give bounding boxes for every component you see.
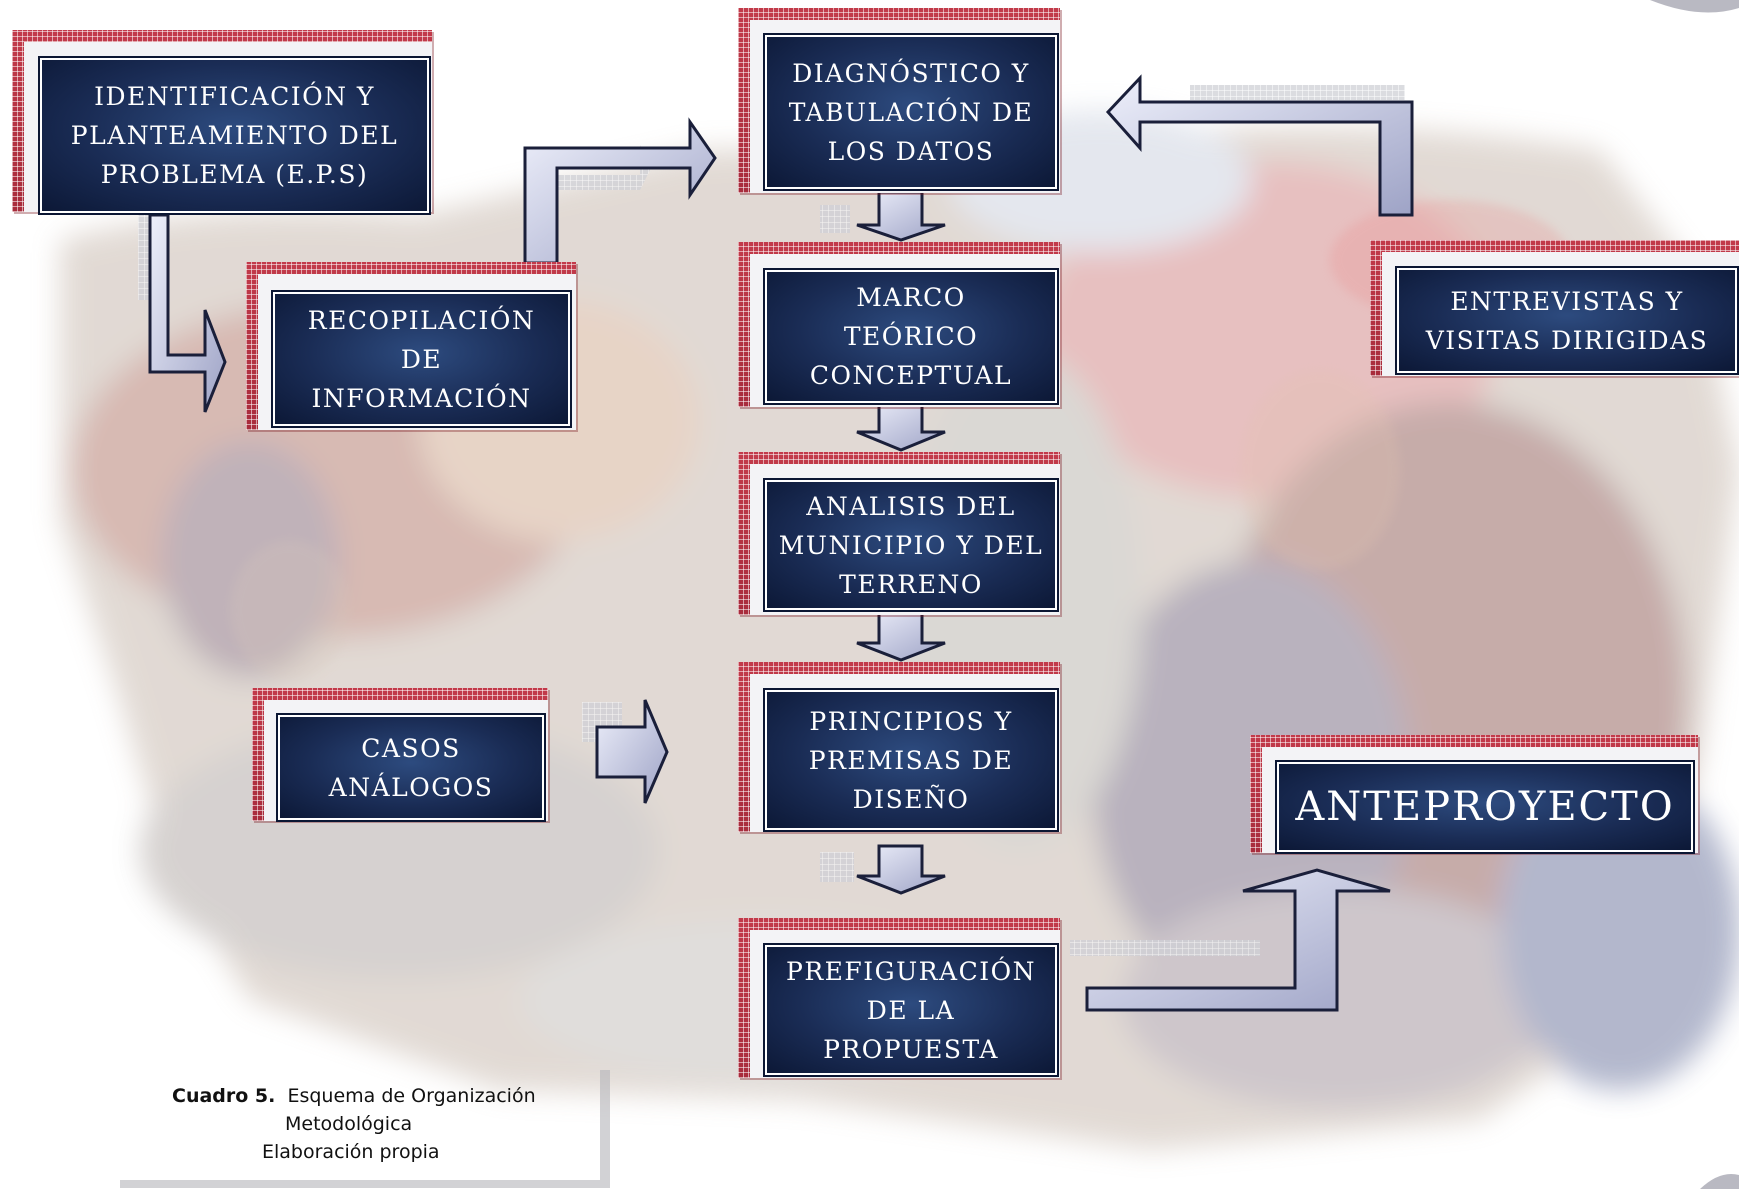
arrow-analisis-to-principios <box>856 610 946 662</box>
caption-source: Elaboración propia <box>262 1141 440 1163</box>
caption-frame <box>120 1070 610 1188</box>
box-principios[interactable]: PRINCIPIOS Y PREMISAS DE DISEÑO <box>763 688 1059 832</box>
box-prefiguracion[interactable]: PREFIGURACIÓN DE LA PROPUESTA <box>763 943 1059 1077</box>
box-diagnostico[interactable]: DIAGNÓSTICO Y TABULACIÓN DE LOS DATOS <box>763 33 1059 191</box>
arrow-diagnostico-to-marco <box>856 190 946 242</box>
arrow-principios-to-prefiguracion <box>856 844 946 895</box>
caption-label: Cuadro 5 <box>172 1085 269 1107</box>
arrow-recopilacion-to-diagnostico <box>523 117 717 265</box>
box-entrevistas[interactable]: ENTREVISTAS Y VISITAS DIRIGIDAS <box>1395 266 1739 375</box>
arrow-casos-to-principios <box>595 699 669 804</box>
caption-title-line2: Metodológica <box>285 1113 413 1135</box>
box-marco[interactable]: MARCO TEÓRICO CONCEPTUAL <box>763 268 1059 405</box>
figure-caption: Cuadro 5. Esquema de Organización Metodo… <box>172 1085 536 1163</box>
arrow-prefiguracion-to-anteproyecto <box>1085 868 1391 1012</box>
caption-title-line1: Esquema de Organización <box>287 1085 536 1107</box>
box-recopilacion[interactable]: RECOPILACIÓN DE INFORMACIÓN <box>271 290 572 428</box>
box-identificacion[interactable]: IDENTIFICACIÓN Y PLANTEAMIENTO DEL PROBL… <box>38 56 431 215</box>
box-analisis[interactable]: ANALISIS DEL MUNICIPIO Y DEL TERRENO <box>763 478 1059 612</box>
box-anteproyecto[interactable]: ANTEPROYECTO <box>1275 760 1695 854</box>
arrow-identificacion-to-recopilacion <box>148 213 227 413</box>
box-casos[interactable]: CASOS ANÁLOGOS <box>276 713 546 822</box>
arrow-entrevistas-to-diagnostico <box>1105 74 1414 217</box>
arrow-marco-to-analisis <box>856 401 946 452</box>
